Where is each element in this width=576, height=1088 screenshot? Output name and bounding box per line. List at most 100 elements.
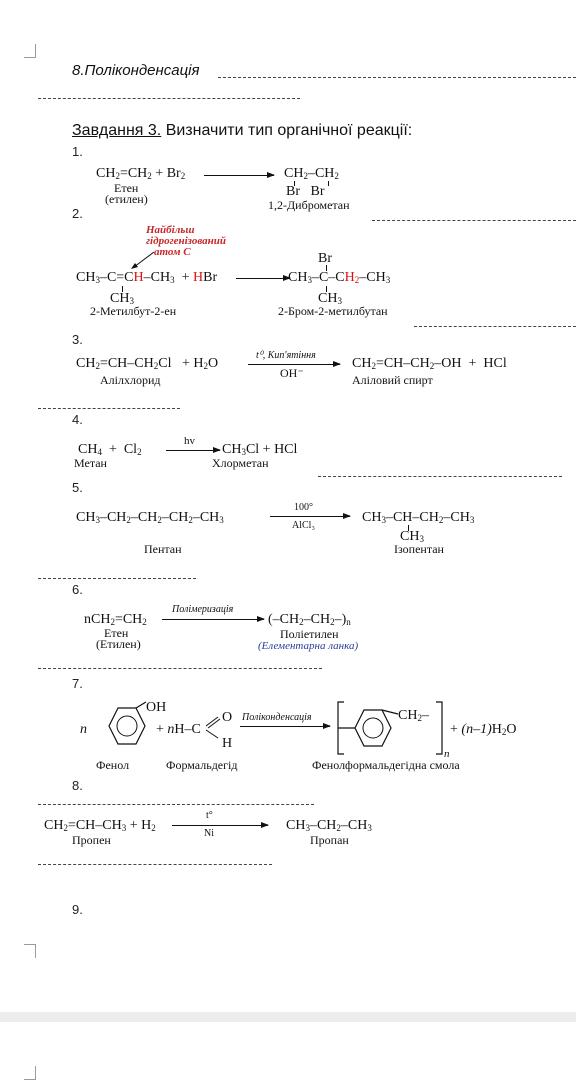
reaction-arrow xyxy=(248,361,341,367)
reaction-1-reactant-name-alt: (етилен) xyxy=(105,192,148,206)
reaction-3-catalyst: OH⁻ xyxy=(280,366,304,380)
reaction-7-condition: Поліконденсація xyxy=(242,712,312,723)
document-page: 8.Поліконденсація Завдання 3. Визначити … xyxy=(0,0,576,1012)
dashed-line xyxy=(414,326,576,327)
reaction-7-water: + (n–1)H2O xyxy=(450,722,517,737)
bond-line xyxy=(326,265,327,271)
annotation: Найбільш гідрогенізований атом С xyxy=(146,225,226,258)
dashed-line xyxy=(218,77,576,78)
bond-line xyxy=(122,286,123,292)
reaction-3-reactant-name: Аліл­хлорид xyxy=(100,373,161,387)
polymer-n: n xyxy=(444,748,450,760)
crop-mark xyxy=(24,44,36,58)
dashed-line xyxy=(38,668,322,669)
reaction-8-reactants: CH2=CH–CH3 + H2 xyxy=(44,818,156,833)
reaction-1-product-name: 1,2-Дибром­етан xyxy=(268,198,350,212)
reaction-arrow xyxy=(236,275,291,281)
item-number-1: 1. xyxy=(72,144,83,159)
reaction-2-reactants: CH3–C=CH–CH3 + HBr xyxy=(76,270,218,285)
reaction-arrow xyxy=(172,822,269,828)
reaction-5-catalyst: AlCl₃ xyxy=(292,520,315,531)
item-number-9: 9. xyxy=(72,902,83,917)
item-number-4: 4. xyxy=(72,412,83,427)
item-number-6: 6. xyxy=(72,582,83,597)
reaction-4-condition: hv xyxy=(184,435,195,447)
reaction-5-product-name: Ізопентан xyxy=(394,542,444,556)
reaction-1-reactant-name: Етен xyxy=(114,181,139,195)
crop-mark xyxy=(24,944,36,958)
reaction-arrow xyxy=(204,172,275,178)
phenol-ring xyxy=(108,701,147,745)
reaction-4-reactant-name: Метан xyxy=(74,456,107,470)
polymer-ch2: CH2– xyxy=(398,708,429,723)
reaction-3-condition: t⁰, Кип'ятіння xyxy=(256,350,316,361)
reaction-2-product-br: Br xyxy=(318,251,332,266)
crop-mark xyxy=(24,1066,36,1080)
reaction-3-reactants: CH2=CH–CH2Cl + H2O xyxy=(76,356,219,371)
item-number-3: 3. xyxy=(72,332,83,347)
reaction-1-product: CH2–CH2 xyxy=(284,166,339,181)
reaction-6-reactant: nCH2=CH2 xyxy=(84,612,147,627)
reaction-6-product-name: Поліетилен xyxy=(280,627,339,641)
reaction-8-temperature: t° xyxy=(206,810,213,821)
dashed-line xyxy=(38,408,180,409)
reaction-5-product-ch3: CH3 xyxy=(400,529,424,544)
item-number-5: 5. xyxy=(72,480,83,495)
reaction-arrow xyxy=(166,447,221,453)
reaction-5-reactant: CH3–CH2–CH2–CH2–CH3 xyxy=(76,510,224,525)
dashed-line xyxy=(38,578,196,579)
aldehyde-bonds xyxy=(205,716,221,739)
reaction-arrow xyxy=(270,513,351,519)
reaction-5-temperature: 100° xyxy=(294,502,313,513)
dashed-line xyxy=(318,476,562,477)
reaction-6-product: (–CH2–CH2–)n xyxy=(268,612,351,627)
reaction-2-product-name: 2-Бром-2-метилбутан xyxy=(278,304,388,318)
item-number-7: 7. xyxy=(72,676,83,691)
polymer-brackets xyxy=(337,701,443,755)
reaction-8-catalyst: Ni xyxy=(204,828,214,839)
reaction-5-product: CH3–CH–CH2–CH3 xyxy=(362,510,475,525)
section-title: 8.Поліконденсація xyxy=(72,62,200,79)
dashed-line xyxy=(38,98,300,99)
annotation-line: гідрогенізований xyxy=(146,235,227,247)
item-number-8: 8. xyxy=(72,778,83,793)
bond-line xyxy=(408,525,409,531)
reaction-7-product-name: Фенолформальдегідна смола xyxy=(312,758,460,772)
reaction-1-reactants: CH2=CH2 + Br2 xyxy=(96,166,186,181)
reaction-arrow xyxy=(162,616,265,622)
bond-line xyxy=(328,181,329,186)
reaction-7-coefficient: n xyxy=(80,722,87,737)
dashed-line xyxy=(372,220,576,221)
reaction-4-reactants: CH4 + Cl2 xyxy=(78,442,142,457)
phenol-oh: OH xyxy=(146,700,167,715)
reaction-8-product: CH3–CH2–CH3 xyxy=(286,818,372,833)
reaction-2-product: CH3–C–CH2–CH3 xyxy=(288,270,391,285)
reaction-5-reactant-name: Пентан xyxy=(144,542,182,556)
task-title: Завдання 3. xyxy=(72,122,162,139)
reaction-6-reactant-name: Етен xyxy=(104,626,129,640)
reaction-8-reactant-name: Пропен xyxy=(72,833,111,847)
reaction-2-reactant-name: 2-Метилбут-2-ен xyxy=(90,304,177,318)
annotation-line: атом С xyxy=(154,246,191,258)
reaction-8-product-name: Пропан xyxy=(310,833,349,847)
bond-line xyxy=(326,286,327,292)
task-heading: Завдання 3. Визначити тип органічної реа… xyxy=(72,122,412,140)
reaction-7-reactant-name: Фенол xyxy=(96,758,130,772)
dashed-line xyxy=(38,864,272,865)
reaction-6-condition: Полімеризація xyxy=(172,604,234,615)
reaction-4-product-name: Хлорметан xyxy=(212,456,269,470)
reaction-6-reactant-name-alt: (Етилен) xyxy=(96,637,141,651)
reaction-6-note: (Елементарна ланка) xyxy=(258,640,359,652)
reaction-7-reactant2-name: Формальдегід xyxy=(166,758,238,772)
item-number-2: 2. xyxy=(72,206,83,221)
next-page xyxy=(0,1022,576,1088)
reaction-3-product: CH2=CH–CH2–OH + HCl xyxy=(352,356,507,371)
task-text: Визначити тип органічної реакції: xyxy=(161,122,413,139)
reaction-arrow xyxy=(240,723,331,729)
reaction-3-product-name: Аліловий спирт xyxy=(352,373,433,387)
annotation-pointer xyxy=(131,251,155,269)
aldehyde-o: O xyxy=(222,710,233,725)
reaction-2-reactant-ch3: CH3 xyxy=(110,291,134,306)
annotation-line: Найбільш xyxy=(146,224,195,236)
reaction-1-product-br: Br Br xyxy=(286,184,325,199)
